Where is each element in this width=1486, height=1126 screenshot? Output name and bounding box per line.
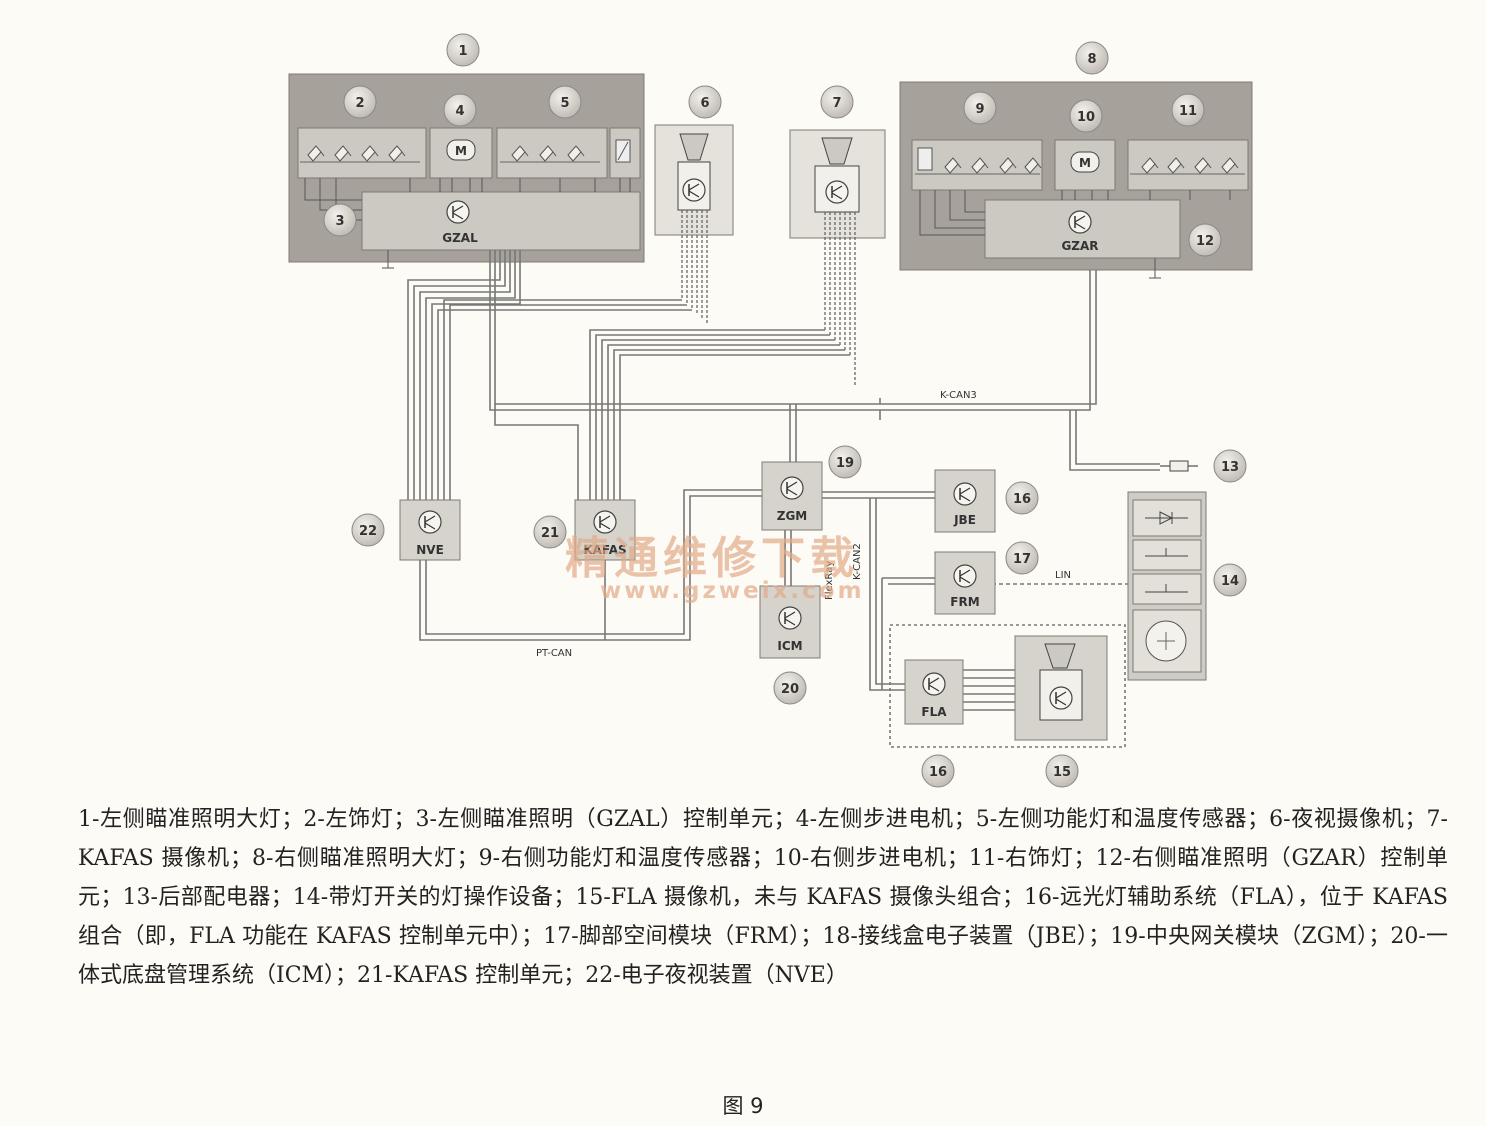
figure-caption: 1-左侧瞄准照明大灯；2-左饰灯；3-左侧瞄准照明（GZAL）控制单元；4-左侧… bbox=[78, 807, 1448, 988]
nve-label: NVE bbox=[416, 543, 444, 557]
k-can3-label: K-CAN3 bbox=[940, 390, 977, 401]
badge-9: 9 bbox=[963, 91, 997, 125]
jbe-label: JBE bbox=[953, 513, 976, 527]
zgm-label: ZGM bbox=[777, 509, 808, 523]
gzar-label: GZAR bbox=[1061, 239, 1098, 253]
k-can2-label: K-CAN2 bbox=[852, 543, 863, 580]
zgm-unit: ZGM bbox=[761, 461, 823, 531]
badge-13: 13 bbox=[1213, 449, 1247, 483]
fla-label: FLA bbox=[921, 705, 947, 719]
svg-text:8: 8 bbox=[1087, 52, 1096, 67]
svg-text:22: 22 bbox=[359, 524, 377, 539]
badge-4: 4 bbox=[443, 93, 477, 127]
kafas-unit: KAFAS bbox=[574, 499, 636, 561]
badge-8: 8 bbox=[1075, 41, 1109, 75]
svg-text:17: 17 bbox=[1013, 552, 1031, 567]
frm-unit: FRM bbox=[934, 551, 996, 615]
badge-11: 11 bbox=[1171, 93, 1205, 127]
svg-text:20: 20 bbox=[781, 682, 799, 697]
svg-text:13: 13 bbox=[1221, 460, 1239, 475]
flexray-label: FlexRay bbox=[824, 561, 835, 600]
svg-text:16: 16 bbox=[1013, 492, 1031, 507]
svg-text:7: 7 bbox=[832, 96, 841, 111]
svg-text:10: 10 bbox=[1077, 110, 1095, 125]
badge-2: 2 bbox=[343, 85, 377, 119]
right-function-bulbs bbox=[915, 147, 1042, 175]
icm-label: ICM bbox=[777, 639, 802, 653]
gzal-label: GZAL bbox=[442, 231, 478, 245]
svg-text:12: 12 bbox=[1196, 234, 1214, 249]
badge-1: 1 bbox=[446, 33, 480, 67]
badge-6: 6 bbox=[688, 85, 722, 119]
watermark-site-name: 精通维修下载 bbox=[565, 533, 859, 584]
wiring-diagram: M GZAL M GZAR bbox=[288, 33, 1253, 788]
kafas-label: KAFAS bbox=[583, 543, 626, 557]
right-stepper-motor-icon: M bbox=[1070, 151, 1100, 173]
badge-12: 12 bbox=[1188, 223, 1222, 257]
svg-text:4: 4 bbox=[455, 104, 464, 119]
svg-text:5: 5 bbox=[560, 96, 569, 111]
svg-text:15: 15 bbox=[1053, 765, 1071, 780]
pt-can-label: PT-CAN bbox=[536, 648, 572, 659]
lin-label: LIN bbox=[1055, 570, 1071, 581]
svg-text:16: 16 bbox=[929, 765, 947, 780]
badge-14: 14 bbox=[1213, 563, 1247, 597]
badge-17: 17 bbox=[1005, 541, 1039, 575]
badge-20: 20 bbox=[773, 671, 807, 705]
badge-16: 16 bbox=[921, 754, 955, 788]
svg-text:1: 1 bbox=[458, 44, 467, 59]
svg-text:6: 6 bbox=[700, 96, 709, 111]
wiring-bundles bbox=[407, 250, 1160, 748]
badge-16: 16 bbox=[1005, 481, 1039, 515]
figure-title: 图 9 bbox=[722, 1094, 764, 1118]
badge-19: 19 bbox=[828, 445, 862, 479]
badge-3: 3 bbox=[323, 203, 357, 237]
badge-21: 21 bbox=[533, 515, 567, 549]
badge-5: 5 bbox=[548, 85, 582, 119]
watermark-url: www.gzweix.com bbox=[600, 578, 865, 604]
svg-text:21: 21 bbox=[541, 526, 559, 541]
badge-15: 15 bbox=[1045, 754, 1079, 788]
kafas-camera bbox=[789, 129, 886, 385]
jbe-unit: JBE bbox=[934, 469, 996, 533]
fla-unit: FLA bbox=[904, 659, 964, 725]
svg-text:2: 2 bbox=[355, 96, 364, 111]
svg-text:14: 14 bbox=[1221, 574, 1239, 589]
fla-camera bbox=[1014, 635, 1108, 741]
motor-label-left: M bbox=[455, 144, 467, 158]
number-badges: 1 2 3 4 5 6 7 8 9 10 11 12 13 14 15 16 1… bbox=[323, 33, 1247, 788]
motor-label-right: M bbox=[1079, 156, 1091, 170]
svg-text:9: 9 bbox=[975, 102, 984, 117]
badge-7: 7 bbox=[820, 85, 854, 119]
left-stepper-motor-icon: M bbox=[446, 139, 476, 161]
svg-text:3: 3 bbox=[335, 214, 344, 229]
right-trim-bulbs bbox=[1130, 157, 1245, 175]
frm-label: FRM bbox=[950, 595, 979, 609]
icm-unit: ICM bbox=[759, 585, 821, 659]
left-trim-bulbs bbox=[300, 145, 420, 163]
rear-power-distributor bbox=[1160, 460, 1198, 472]
light-operating-unit bbox=[1127, 491, 1207, 681]
badge-22: 22 bbox=[351, 513, 385, 547]
svg-text:19: 19 bbox=[836, 456, 854, 471]
left-function-bulbs bbox=[500, 139, 631, 163]
night-vision-camera bbox=[654, 124, 734, 325]
svg-text:11: 11 bbox=[1179, 104, 1197, 119]
badge-10: 10 bbox=[1069, 99, 1103, 133]
nve-unit: NVE bbox=[399, 499, 461, 561]
